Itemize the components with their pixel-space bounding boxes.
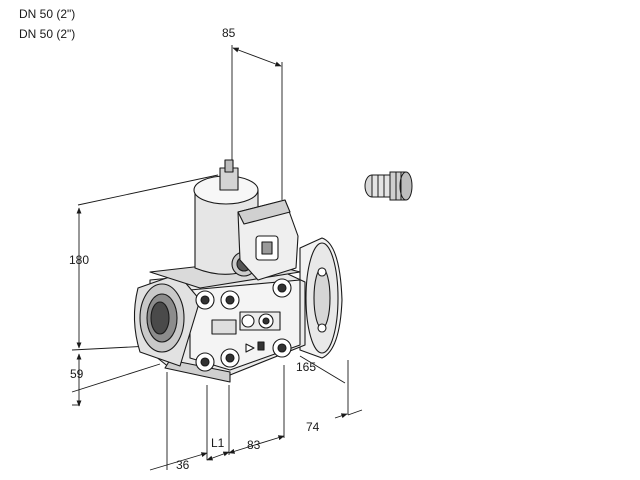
valve-body <box>133 159 343 383</box>
dim-59-label: 59 <box>70 367 84 381</box>
dim-l1-label: L1 <box>211 436 225 450</box>
dimension-lines <box>71 45 363 471</box>
title-line-1: DN 50 (2") <box>19 7 76 21</box>
dim-165-label: 165 <box>296 360 316 374</box>
dim-83-label: 83 <box>247 438 261 452</box>
dim-180-label: 180 <box>69 253 89 267</box>
dim-74-label: 74 <box>306 420 320 434</box>
dim-85-label: 85 <box>222 26 236 40</box>
cable-gland-icon <box>364 171 413 201</box>
dim-36-label: 36 <box>176 458 190 472</box>
title-line-2: DN 50 (2") <box>19 27 76 41</box>
